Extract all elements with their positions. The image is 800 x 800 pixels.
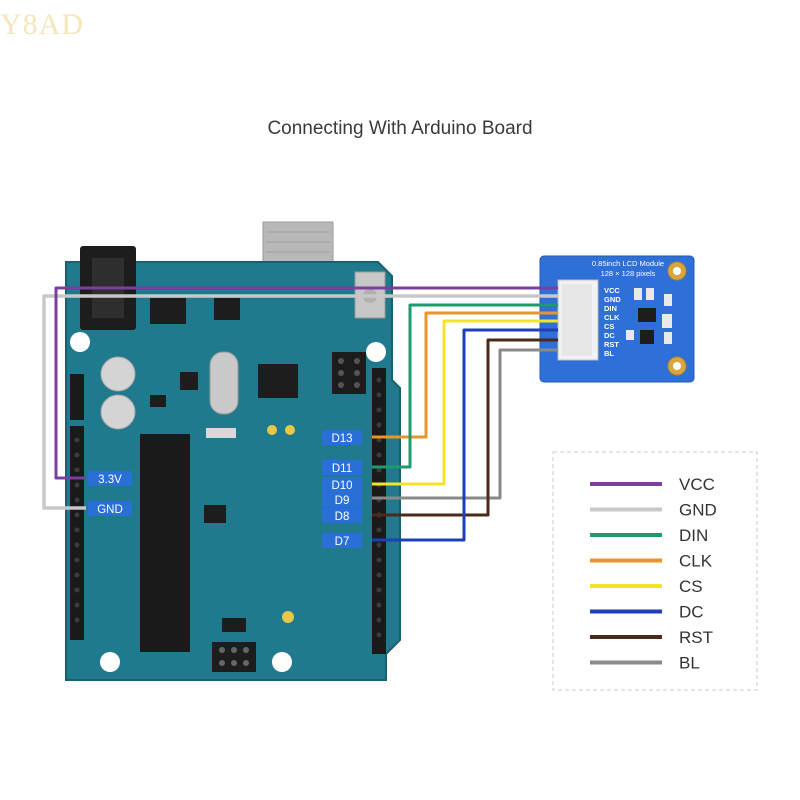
lcd-title: 0.85inch LCD Module <box>592 259 664 268</box>
lcd-pin-label: CLK <box>604 313 620 322</box>
wire-cs <box>372 319 558 486</box>
diagram-title: Connecting With Arduino Board <box>267 118 533 139</box>
right-header <box>372 368 386 654</box>
lcd-pin-label: CS <box>604 322 614 331</box>
legend-label-rst: RST <box>679 628 713 647</box>
pin-label-d8: D8 <box>335 511 350 523</box>
pin-label-d9: D9 <box>335 495 350 507</box>
left-header-top <box>70 374 84 420</box>
lcd-module: 0.85inch LCD Module 128 × 128 pixels VCC… <box>539 255 695 383</box>
watermark: Y8AD <box>0 8 84 41</box>
lcd-subtitle: 128 × 128 pixels <box>601 269 656 278</box>
capacitor <box>100 394 136 430</box>
wire-vcc <box>54 286 558 480</box>
icsp-header <box>332 352 366 394</box>
lcd-pin-label: VCC <box>604 286 620 295</box>
arduino-pin-labels: 3.3V GND D13 D11 D10 D9 D8 D7 <box>88 430 362 548</box>
wires <box>42 286 558 542</box>
legend-label-clk: CLK <box>679 552 713 571</box>
icsp2-header <box>212 642 256 672</box>
mount-hole <box>70 332 90 352</box>
atmega-chip <box>140 434 190 652</box>
capacitor <box>100 356 136 392</box>
led <box>267 425 277 435</box>
legend-label-cs: CS <box>679 577 703 596</box>
mount-hole <box>100 652 120 672</box>
wire-dc <box>372 328 558 542</box>
left-header <box>70 426 84 640</box>
legend-label-gnd: GND <box>679 501 717 520</box>
pin-label-d7: D7 <box>335 536 350 548</box>
pin-label-3v3: 3.3V <box>98 474 122 486</box>
lcd-pin-label: DC <box>604 331 615 340</box>
pin-label-d13: D13 <box>331 433 352 445</box>
legend-box <box>552 451 758 691</box>
legend-label-bl: BL <box>679 654 700 673</box>
pin-label-gnd: GND <box>97 504 123 516</box>
pin-label-d11: D11 <box>332 463 352 475</box>
regulator-chip <box>150 298 186 324</box>
usb-chip <box>258 364 298 398</box>
wire-rst <box>372 338 558 517</box>
wire-gnd <box>42 294 558 510</box>
mount-hole <box>366 342 386 362</box>
legend-label-dc: DC <box>679 603 704 622</box>
wire-din <box>372 303 558 469</box>
lcd-pin-label: DIN <box>604 304 617 313</box>
pin-label-bg <box>88 471 132 486</box>
lcd-pin-label: RST <box>604 340 619 349</box>
arduino-board <box>65 221 401 681</box>
wire-clk <box>372 311 558 439</box>
crystal <box>209 351 239 415</box>
wire-legend: VCC GND DIN CLK CS DC RST BL <box>552 451 758 691</box>
pin-label-d10: D10 <box>331 480 352 492</box>
led <box>285 425 295 435</box>
legend-label-din: DIN <box>679 526 708 545</box>
lcd-pin-label: GND <box>604 295 621 304</box>
lcd-pin-label: BL <box>604 349 614 358</box>
wire-bl <box>372 348 558 500</box>
led <box>282 611 294 623</box>
mount-hole <box>272 652 292 672</box>
legend-label-vcc: VCC <box>679 475 715 494</box>
